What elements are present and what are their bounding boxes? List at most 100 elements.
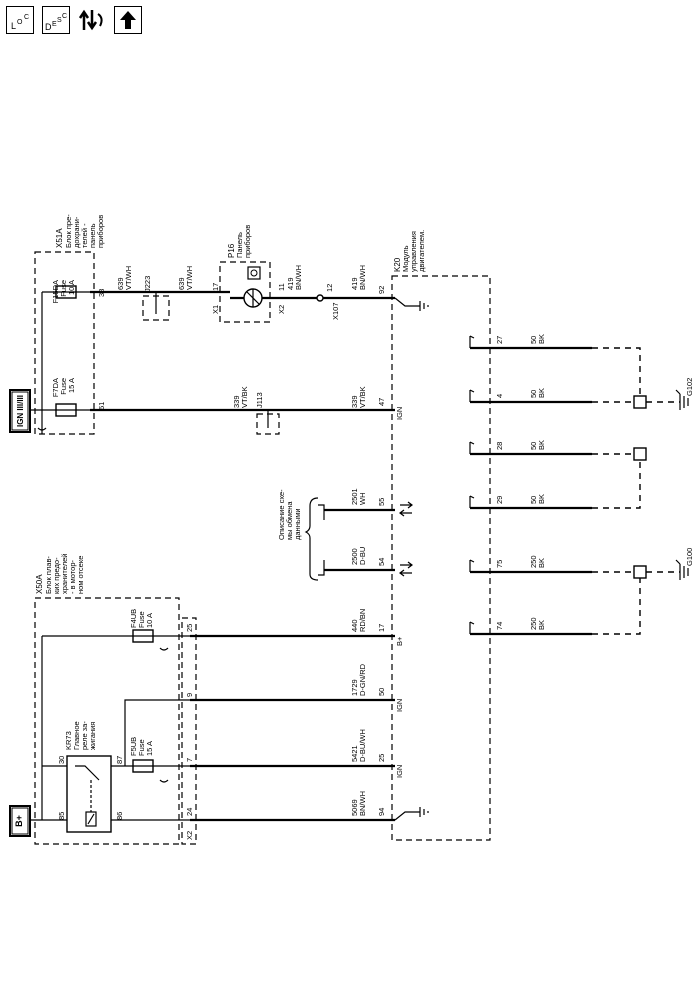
svg-text:339: 339	[350, 395, 359, 408]
svg-text:24: 24	[185, 808, 194, 816]
svg-text:ном отсеке: ном отсеке	[76, 556, 85, 594]
fuse-f4ub[interactable]: F4UB Fuse 10 A	[129, 609, 154, 643]
svg-text:440: 440	[350, 619, 359, 632]
svg-text:1729: 1729	[350, 679, 359, 696]
svg-text:94: 94	[377, 808, 386, 816]
svg-text:Описание схе-: Описание схе-	[277, 489, 286, 540]
svg-text:IGN III/III: IGN III/III	[16, 395, 25, 427]
up-button[interactable]	[114, 6, 142, 34]
svg-text:25: 25	[185, 624, 194, 632]
p16-instrument-panel[interactable]: P16 Панель приборов X1 17 X2 11	[211, 225, 286, 323]
svg-text:Fuse: Fuse	[137, 739, 146, 756]
k20-engine-control-module[interactable]: K20 Модуль управления двигателем.	[391, 230, 491, 841]
svg-text:BK: BK	[537, 440, 546, 450]
svg-text:F4UB: F4UB	[129, 609, 138, 628]
svg-text:X51A: X51A	[55, 228, 64, 248]
svg-text:92: 92	[377, 286, 386, 294]
fuse-f5ub[interactable]: F5UB Fuse 15 A	[129, 737, 154, 773]
svg-text:Fuse: Fuse	[137, 611, 146, 628]
svg-text:S: S	[57, 17, 62, 24]
svg-text:17: 17	[211, 283, 220, 291]
svg-text:BK: BK	[537, 558, 546, 568]
svg-text:O: O	[17, 19, 23, 26]
svg-text:IGN: IGN	[395, 699, 404, 712]
bplus-source: B+	[9, 805, 31, 837]
svg-text:12: 12	[325, 284, 334, 292]
svg-text:55: 55	[377, 498, 386, 506]
swap-button[interactable]	[78, 6, 106, 34]
svg-text:ких предо-: ких предо-	[52, 557, 61, 594]
svg-text:G100: G100	[685, 548, 694, 566]
svg-text:K20: K20	[393, 257, 402, 272]
svg-text:L: L	[11, 21, 16, 31]
svg-text:29: 29	[495, 496, 504, 504]
svg-text:25: 25	[377, 754, 386, 762]
svg-text:Панель: Панель	[235, 232, 244, 258]
svg-text:Fuse: Fuse	[59, 280, 68, 297]
svg-text:J113: J113	[255, 392, 264, 408]
svg-text:жигания: жигания	[88, 722, 97, 750]
data-comm-reference[interactable]: Описание схе- мы обмена данными	[277, 489, 325, 581]
splice-j223[interactable]: J223	[142, 276, 170, 321]
svg-text:приборов: приборов	[96, 215, 105, 248]
svg-text:IGN: IGN	[395, 407, 404, 420]
svg-text:D-BU/WH: D-BU/WH	[358, 729, 367, 762]
svg-text:- в мотор-: - в мотор-	[68, 559, 77, 594]
svg-text:9: 9	[185, 693, 194, 697]
svg-text:WH: WH	[358, 493, 367, 506]
svg-text:50: 50	[529, 442, 538, 450]
svg-text:двигателем.: двигателем.	[417, 230, 426, 272]
svg-text:639: 639	[116, 277, 125, 290]
svg-text:47: 47	[377, 398, 386, 406]
swap-arrows-icon	[78, 9, 103, 31]
svg-text:VT/BK: VT/BK	[358, 386, 367, 408]
svg-text:11: 11	[277, 283, 286, 291]
splice-j113[interactable]: J113	[255, 392, 280, 435]
svg-text:VT/WH: VT/WH	[124, 266, 133, 290]
svg-text:IGN: IGN	[395, 765, 404, 778]
svg-text:X107: X107	[331, 302, 340, 320]
svg-text:Блок плав-: Блок плав-	[44, 556, 53, 594]
loc-button[interactable]: L O C	[6, 6, 34, 34]
svg-text:D-BU: D-BU	[358, 547, 367, 565]
svg-text:339: 339	[232, 395, 241, 408]
svg-text:Fuse: Fuse	[59, 378, 68, 395]
loc-icon: L O C	[11, 14, 29, 31]
svg-text:D: D	[45, 22, 52, 32]
svg-text:BK: BK	[537, 388, 546, 398]
svg-text:BK: BK	[537, 334, 546, 344]
x50a-fuse-block: X50A Блок плав- ких предо- хранителей - …	[34, 554, 197, 845]
svg-text:BN/WH: BN/WH	[358, 791, 367, 816]
svg-text:BK: BK	[537, 494, 546, 504]
svg-text:BN/WH: BN/WH	[294, 265, 303, 290]
ground-g100-network: G100	[592, 548, 694, 635]
svg-text:15 A: 15 A	[67, 378, 76, 393]
svg-text:50: 50	[377, 688, 386, 696]
desc-icon: D E S C	[45, 13, 67, 32]
svg-text:F7DA: F7DA	[51, 378, 60, 397]
svg-text:17: 17	[377, 624, 386, 632]
svg-text:G102: G102	[685, 378, 694, 396]
svg-text:Главное: Главное	[72, 721, 81, 750]
svg-text:VT/BK: VT/BK	[240, 386, 249, 408]
svg-text:30: 30	[57, 756, 66, 764]
desc-button[interactable]: D E S C	[42, 6, 70, 34]
svg-text:F5UB: F5UB	[129, 737, 138, 756]
ground-g102-network: G102	[592, 347, 694, 509]
svg-text:10 A: 10 A	[145, 613, 154, 628]
svg-text:5069: 5069	[350, 799, 359, 816]
svg-text:X2: X2	[185, 831, 194, 840]
svg-text:2500: 2500	[350, 548, 359, 565]
relay-kr73[interactable]: KR73 Главное реле за- жигания 30 85 87 8…	[57, 721, 124, 833]
svg-text:75: 75	[495, 560, 504, 568]
svg-text:74: 74	[495, 622, 504, 630]
svg-text:хранителей: хранителей	[60, 554, 69, 594]
connector-x107[interactable]: 12 X107	[316, 284, 340, 320]
toolbar: L O C D E S C	[6, 6, 142, 36]
svg-text:VT/WH: VT/WH	[185, 266, 194, 290]
svg-text:BN/WH: BN/WH	[358, 265, 367, 290]
svg-text:15 A: 15 A	[145, 741, 154, 756]
svg-text:приборов: приборов	[243, 225, 252, 258]
svg-text:X1: X1	[211, 305, 220, 314]
